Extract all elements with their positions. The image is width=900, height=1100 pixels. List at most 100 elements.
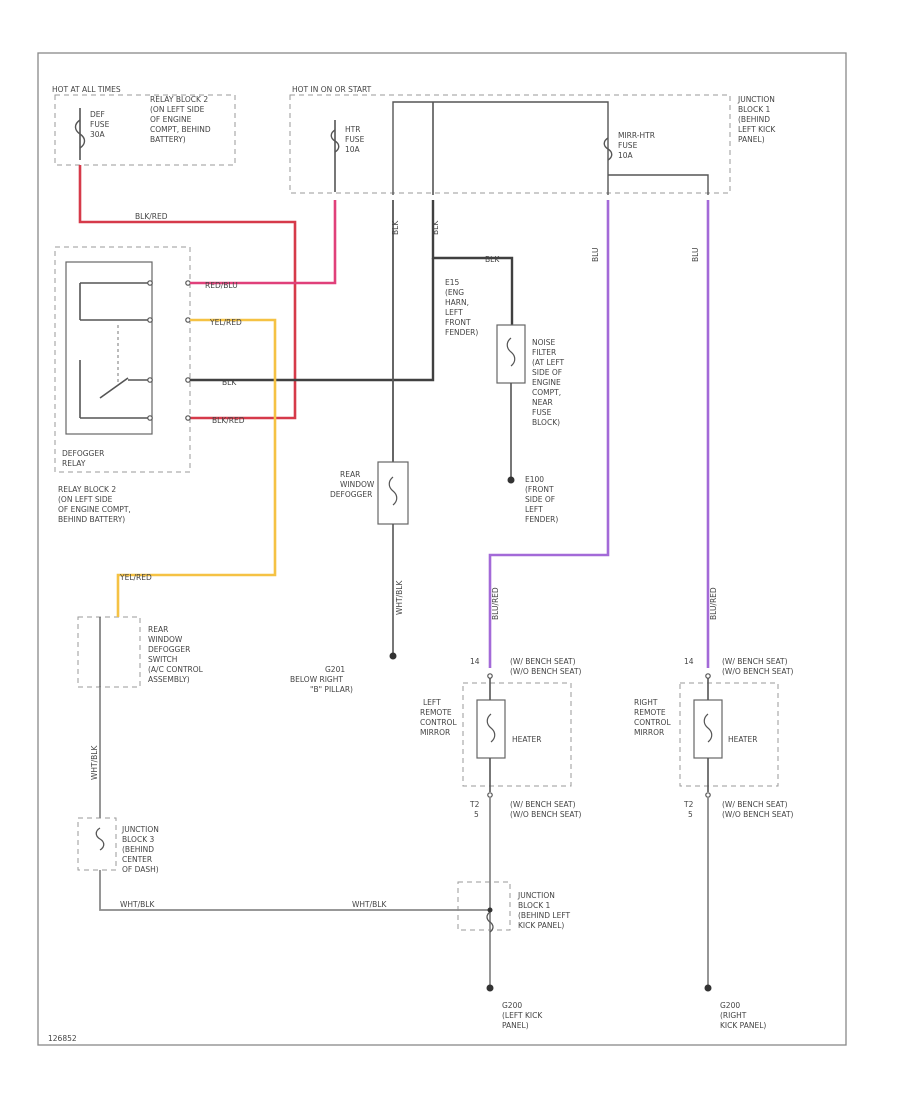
label-switch-3: DEFOGGER: [148, 645, 190, 654]
label-e100-3: SIDE OF: [525, 495, 555, 504]
relay-pin-3: [147, 377, 153, 383]
label-noise-4: SIDE OF: [532, 368, 562, 377]
hot-run-bus-outline: [289, 94, 731, 194]
label-mirror-fuse-1: MIRR-HTR: [618, 131, 655, 140]
label-g200-right-1: G200: [720, 1001, 740, 1010]
label-relay-block2-top-5: BATTERY): [150, 135, 186, 144]
label-seat-l-top-2: (W/O BENCH SEAT): [510, 667, 582, 676]
label-g201-1: G201: [325, 665, 345, 674]
right-mirror-outline: [679, 682, 779, 787]
relay-pin-7: [185, 377, 191, 383]
label-hot-at-all-times: HOT AT ALL TIMES: [52, 85, 121, 94]
label-e15-3: HARN,: [445, 298, 469, 307]
label-rmirror-2: REMOTE: [634, 708, 666, 717]
mirror-fuse-icon: [603, 137, 613, 161]
label-rmirror-4: MIRROR: [634, 728, 664, 737]
left-mirror-pin-bot: [487, 792, 493, 798]
label-defogger-relay-1: DEFOGGER: [62, 449, 104, 458]
g201-ground-dot: [389, 652, 397, 660]
relay-pin-5: [185, 280, 191, 286]
label-heater-right: HEATER: [728, 735, 757, 744]
label-wire-blu-red-1: BLU/RED: [491, 587, 500, 620]
label-e100-2: (FRONT: [525, 485, 554, 494]
label-rear-def-1: REAR: [340, 470, 360, 479]
label-relay-block2-bot-1: RELAY BLOCK 2: [58, 485, 116, 494]
hot-run-bus-line: [392, 101, 609, 195]
label-def-fuse-1: DEF: [90, 110, 105, 119]
label-wire-yel-red-1: YEL/RED: [209, 318, 242, 327]
label-seat-r-top-1: (W/ BENCH SEAT): [722, 657, 788, 666]
label-seat-l-bot-2: (W/O BENCH SEAT): [510, 810, 582, 819]
label-jb3-2: BLOCK 3: [122, 835, 154, 844]
left-mirror-heater-body: [476, 699, 506, 759]
label-wire-blk-red-2: BLK/RED: [212, 416, 245, 425]
label-switch-4: SWITCH: [148, 655, 177, 664]
label-switch-2: WINDOW: [148, 635, 183, 644]
label-seat-l-top-1: (W/ BENCH SEAT): [510, 657, 576, 666]
relay-pin-2: [147, 317, 153, 323]
label-relay-block2-bot-3: OF ENGINE COMPT,: [58, 505, 131, 514]
htr-fuse-icon: [330, 129, 340, 153]
label-noise-3: (AT LEFT: [532, 358, 565, 367]
label-wire-wht-blk-3: WHT/BLK: [120, 900, 155, 909]
label-e100-1: E100: [525, 475, 544, 484]
label-lmirror-2: REMOTE: [420, 708, 452, 717]
label-pin-14-left: 14: [470, 657, 480, 666]
label-e15-1: E15: [445, 278, 460, 287]
rear-defogger-icon: [388, 476, 398, 506]
label-e100-4: LEFT: [525, 505, 543, 514]
label-switch-1: REAR: [148, 625, 168, 634]
label-htr-fuse-3: 10A: [345, 145, 361, 154]
label-jb1-bot-2: BLOCK 1: [518, 901, 550, 910]
relay-pin-4: [147, 415, 153, 421]
left-mirror-pin-top: [487, 673, 493, 679]
label-def-fuse-3: 30A: [90, 130, 106, 139]
label-wire-blk-red: BLK/RED: [135, 212, 168, 221]
label-jb1-top-1: JUNCTION: [737, 95, 775, 104]
wire-blk-relay: [190, 258, 435, 382]
label-relay-block2-top-2: (ON LEFT SIDE: [150, 105, 205, 114]
label-wire-blk-4: BLK: [431, 220, 440, 235]
label-wire-wht-blk-2: WHT/BLK: [90, 745, 99, 780]
wire-red-blu: [190, 200, 337, 285]
label-e15-2: (ENG: [445, 288, 464, 297]
label-wire-wht-blk-4: WHT/BLK: [352, 900, 387, 909]
label-def-fuse-2: FUSE: [90, 120, 110, 129]
defogger-relay-body: [65, 261, 153, 435]
label-e15-6: FENDER): [445, 328, 478, 337]
label-jb1-top-5: PANEL): [738, 135, 765, 144]
rear-defogger-body: [377, 461, 409, 525]
right-mirror-heater-body: [693, 699, 723, 759]
label-seat-r-top-2: (W/O BENCH SEAT): [722, 667, 794, 676]
label-wire-red-blu: RED/BLU: [205, 281, 238, 290]
label-defogger-relay-2: RELAY: [62, 459, 86, 468]
label-e15-4: LEFT: [445, 308, 463, 317]
label-switch-5: (A/C CONTROL: [148, 665, 204, 674]
label-jb3-4: CENTER: [122, 855, 152, 864]
left-mirror-outline: [462, 682, 572, 787]
label-noise-7: NEAR: [532, 398, 553, 407]
g200-left-ground-dot: [486, 984, 494, 992]
label-g200-right-2: (RIGHT: [720, 1011, 747, 1020]
e100-ground-dot: [507, 476, 515, 484]
right-mirror-pin-bot: [705, 792, 711, 798]
label-jb1-top-2: BLOCK 1: [738, 105, 770, 114]
label-seat-r-bot-1: (W/ BENCH SEAT): [722, 800, 788, 809]
wire-yel-red: [116, 318, 277, 617]
label-lmirror-1: LEFT: [423, 698, 441, 707]
label-g200-left-3: PANEL): [502, 1021, 529, 1030]
label-heater-left: HEATER: [512, 735, 541, 744]
label-mirror-fuse-2: FUSE: [618, 141, 638, 150]
noise-filter-icon: [506, 337, 516, 367]
defogger-relay-outline: [54, 246, 191, 473]
label-relay-block2-top-4: COMPT, BEHIND: [150, 125, 211, 134]
label-seat-l-bot-1: (W/ BENCH SEAT): [510, 800, 576, 809]
junction-block-1-bottom-outline: [457, 881, 511, 931]
label-jb1-bot-3: (BEHIND LEFT: [518, 911, 571, 920]
label-noise-1: NOISE: [532, 338, 555, 347]
label-htr-fuse-2: FUSE: [345, 135, 365, 144]
label-wire-blk-3: BLK: [391, 220, 400, 235]
label-lmirror-4: MIRROR: [420, 728, 450, 737]
label-g201-3: "B" PILLAR): [310, 685, 353, 694]
